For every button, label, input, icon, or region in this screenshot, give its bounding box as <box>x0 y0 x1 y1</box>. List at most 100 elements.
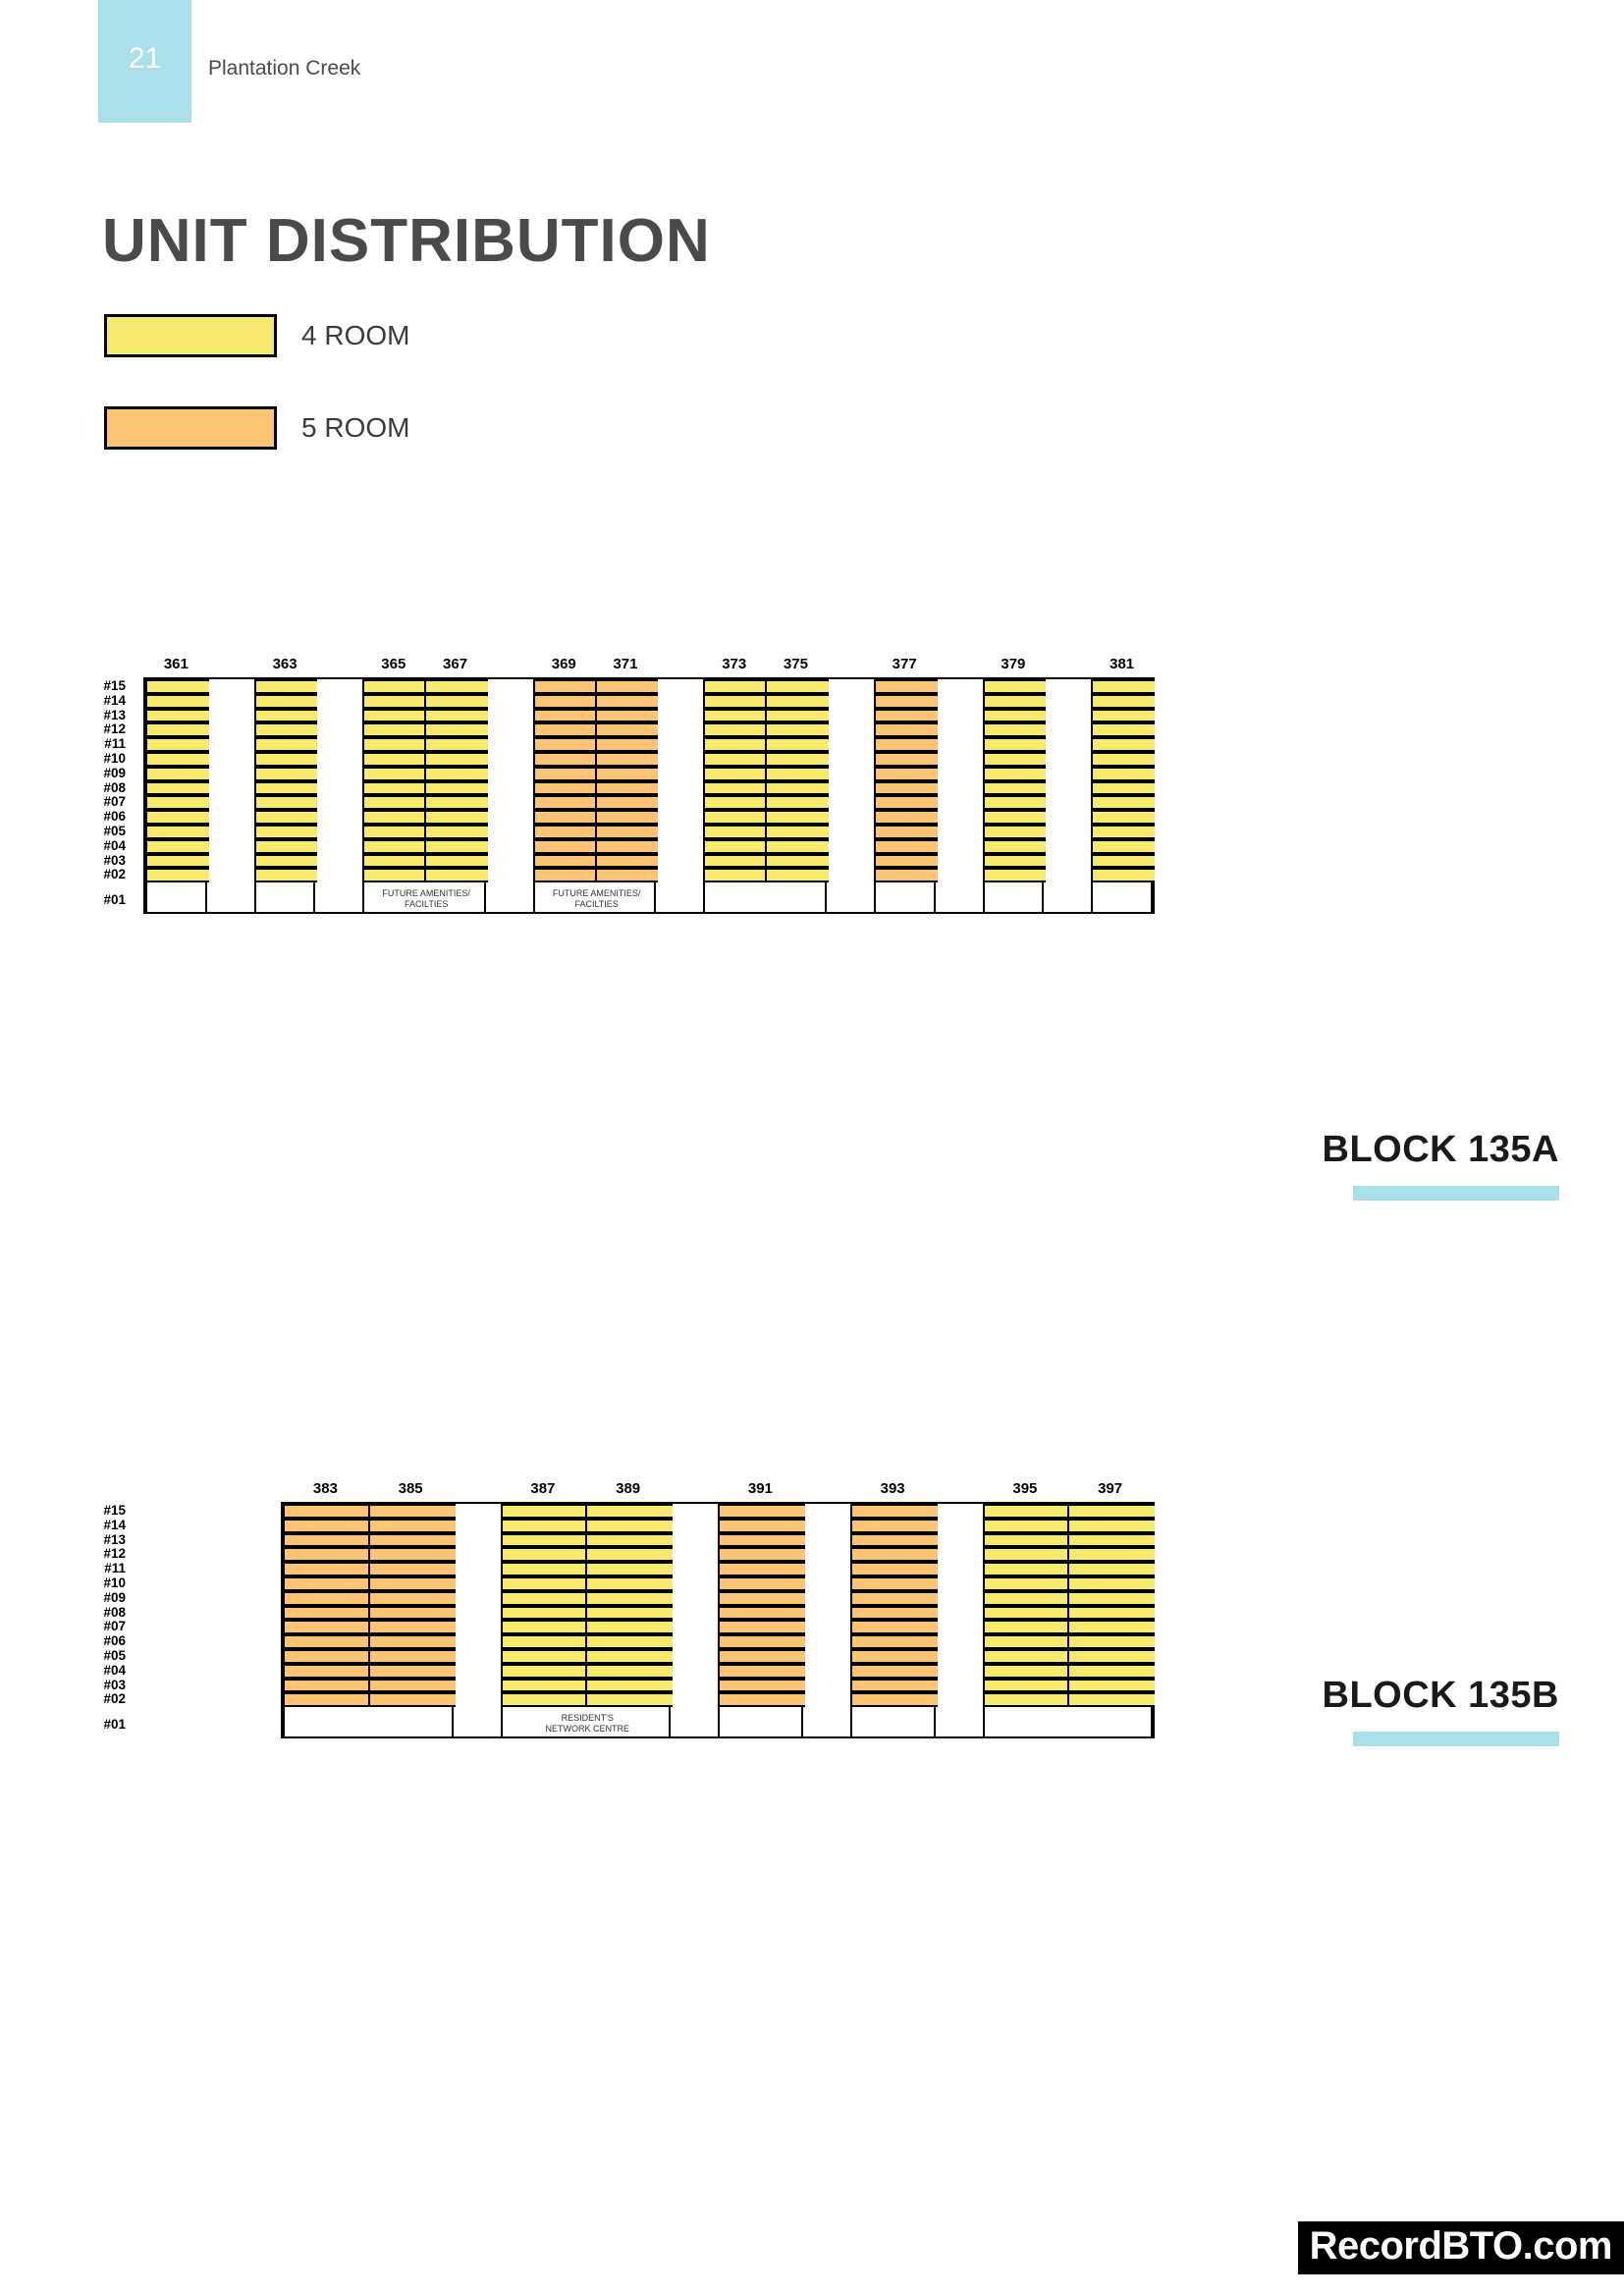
unit-cell[interactable] <box>285 1663 370 1679</box>
unit-cell[interactable] <box>364 853 427 869</box>
unit-cell[interactable] <box>851 1562 938 1576</box>
unit-cell[interactable] <box>502 1518 588 1533</box>
unit-cell[interactable] <box>851 1678 938 1693</box>
unit-cell[interactable] <box>255 780 318 796</box>
unit-cell[interactable] <box>720 1590 805 1606</box>
unit-cell[interactable] <box>426 795 488 811</box>
unit-cell[interactable] <box>364 780 427 796</box>
unit-cell[interactable] <box>720 1605 805 1621</box>
unit-cell[interactable] <box>426 722 488 738</box>
unit-cell[interactable] <box>1093 825 1155 839</box>
unit-cell[interactable] <box>285 1634 370 1649</box>
unit-cell[interactable] <box>502 1605 588 1621</box>
unit-cell[interactable] <box>255 810 318 825</box>
unit-cell[interactable] <box>369 1678 456 1693</box>
unit-cell[interactable] <box>369 1532 456 1548</box>
unit-cell[interactable] <box>426 766 488 781</box>
unit-cell[interactable] <box>502 1678 588 1693</box>
unit-cell[interactable] <box>502 1620 588 1635</box>
unit-cell[interactable] <box>587 1649 673 1664</box>
unit-cell[interactable] <box>851 1590 938 1606</box>
unit-cell[interactable] <box>255 868 318 883</box>
unit-cell[interactable] <box>364 722 427 738</box>
unit-cell[interactable] <box>705 825 768 839</box>
unit-cell[interactable] <box>534 795 597 811</box>
unit-cell[interactable] <box>364 708 427 723</box>
unit-cell[interactable] <box>1069 1692 1155 1708</box>
unit-cell[interactable] <box>369 1663 456 1679</box>
unit-cell[interactable] <box>534 752 597 767</box>
unit-cell[interactable] <box>364 825 427 839</box>
unit-cell[interactable] <box>767 752 829 767</box>
unit-cell[interactable] <box>285 1649 370 1664</box>
unit-cell[interactable] <box>502 1590 588 1606</box>
unit-cell[interactable] <box>984 1692 1070 1708</box>
unit-cell[interactable] <box>596 838 659 854</box>
unit-cell[interactable] <box>720 1532 805 1548</box>
unit-cell[interactable] <box>1069 1504 1155 1519</box>
unit-cell[interactable] <box>255 838 318 854</box>
unit-cell[interactable] <box>984 1504 1070 1519</box>
unit-cell[interactable] <box>147 693 209 709</box>
unit-cell[interactable] <box>285 1620 370 1635</box>
unit-cell[interactable] <box>364 868 427 883</box>
unit-cell[interactable] <box>851 1692 938 1708</box>
unit-cell[interactable] <box>596 722 659 738</box>
unit-cell[interactable] <box>364 810 427 825</box>
unit-cell[interactable] <box>1093 766 1155 781</box>
unit-cell[interactable] <box>1093 752 1155 767</box>
unit-cell[interactable] <box>369 1504 456 1519</box>
unit-cell[interactable] <box>364 838 427 854</box>
unit-cell[interactable] <box>705 810 768 825</box>
unit-cell[interactable] <box>984 1576 1070 1591</box>
unit-cell[interactable] <box>364 737 427 752</box>
unit-cell[interactable] <box>534 810 597 825</box>
unit-cell[interactable] <box>364 795 427 811</box>
unit-cell[interactable] <box>767 737 829 752</box>
unit-cell[interactable] <box>984 722 1047 738</box>
unit-cell[interactable] <box>875 679 938 694</box>
unit-cell[interactable] <box>426 693 488 709</box>
unit-cell[interactable] <box>851 1518 938 1533</box>
unit-cell[interactable] <box>369 1576 456 1591</box>
unit-cell[interactable] <box>534 737 597 752</box>
unit-cell[interactable] <box>1093 810 1155 825</box>
unit-cell[interactable] <box>720 1634 805 1649</box>
unit-cell[interactable] <box>705 722 768 738</box>
unit-cell[interactable] <box>984 1518 1070 1533</box>
unit-cell[interactable] <box>502 1576 588 1591</box>
unit-cell[interactable] <box>720 1663 805 1679</box>
unit-cell[interactable] <box>285 1605 370 1621</box>
unit-cell[interactable] <box>720 1620 805 1635</box>
unit-cell[interactable] <box>596 693 659 709</box>
unit-cell[interactable] <box>285 1518 370 1533</box>
unit-cell[interactable] <box>147 766 209 781</box>
unit-cell[interactable] <box>851 1649 938 1664</box>
unit-cell[interactable] <box>984 693 1047 709</box>
unit-cell[interactable] <box>984 1547 1070 1563</box>
unit-cell[interactable] <box>255 853 318 869</box>
unit-cell[interactable] <box>369 1634 456 1649</box>
unit-cell[interactable] <box>596 752 659 767</box>
unit-cell[interactable] <box>596 766 659 781</box>
unit-cell[interactable] <box>1069 1518 1155 1533</box>
unit-cell[interactable] <box>502 1663 588 1679</box>
unit-cell[interactable] <box>875 780 938 796</box>
unit-cell[interactable] <box>534 838 597 854</box>
unit-cell[interactable] <box>1093 868 1155 883</box>
unit-cell[interactable] <box>767 795 829 811</box>
unit-cell[interactable] <box>147 853 209 869</box>
unit-cell[interactable] <box>534 780 597 796</box>
unit-cell[interactable] <box>767 868 829 883</box>
unit-cell[interactable] <box>369 1649 456 1664</box>
unit-cell[interactable] <box>369 1562 456 1576</box>
unit-cell[interactable] <box>364 693 427 709</box>
unit-cell[interactable] <box>705 780 768 796</box>
unit-cell[interactable] <box>587 1532 673 1548</box>
unit-cell[interactable] <box>984 1663 1070 1679</box>
unit-cell[interactable] <box>851 1634 938 1649</box>
unit-cell[interactable] <box>587 1518 673 1533</box>
unit-cell[interactable] <box>147 737 209 752</box>
unit-cell[interactable] <box>255 693 318 709</box>
unit-cell[interactable] <box>534 722 597 738</box>
